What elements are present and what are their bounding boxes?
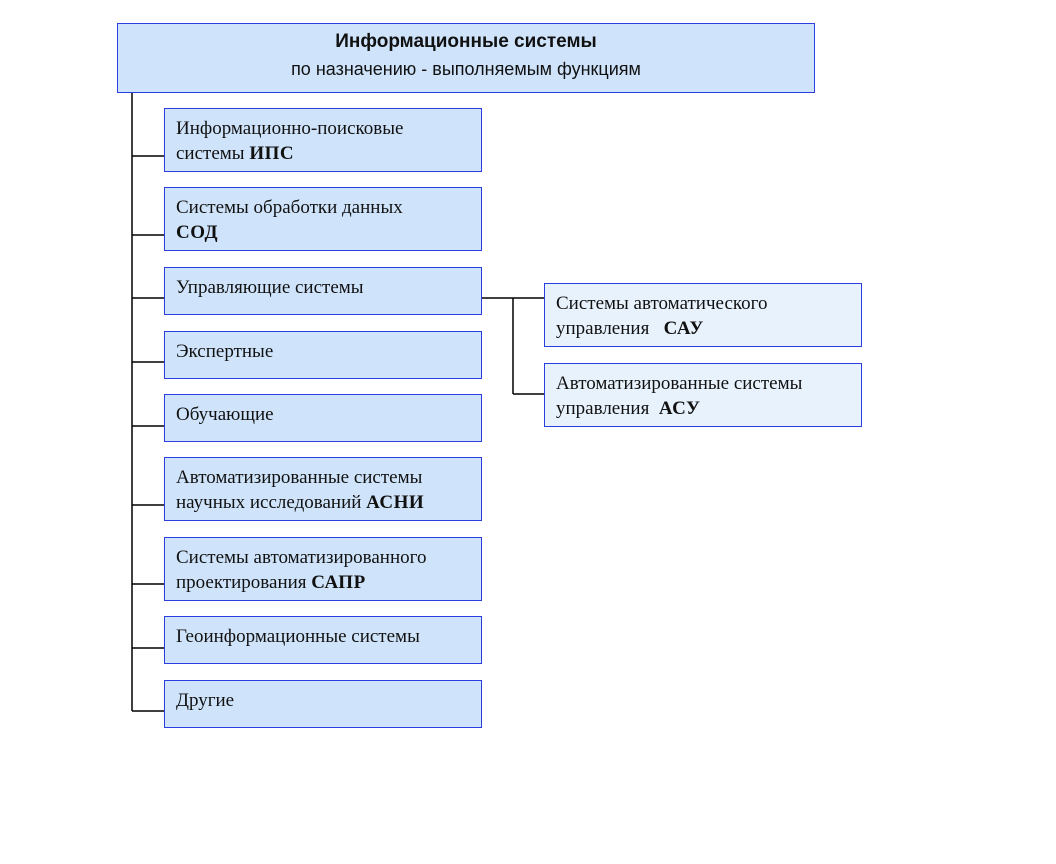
category-label: Системы обработки данных xyxy=(176,197,403,218)
diagram-title: Информационные системы xyxy=(335,31,597,52)
category-abbr: АСНИ xyxy=(366,492,425,513)
category-label: Другие xyxy=(176,690,235,711)
category-gis: Геоинформационные системы xyxy=(164,616,482,664)
category-control-systems: Управляющие системы xyxy=(164,267,482,315)
category-ips: Информационно-поисковые системы ИПС xyxy=(164,108,482,172)
category-label: Управляющие системы xyxy=(176,277,364,298)
diagram-title-box: Информационные системы по назначению - в… xyxy=(117,23,815,93)
subtype-abbr: АСУ xyxy=(658,398,701,419)
category-label: проектирования xyxy=(176,572,312,593)
category-abbr: СОД xyxy=(176,222,219,243)
category-label: Системы автоматизированного xyxy=(176,547,427,568)
subtype-sau: Системы автоматического управления САУ xyxy=(544,283,862,347)
subtype-label: управления xyxy=(556,398,659,419)
category-sapr: Системы автоматизированного проектирован… xyxy=(164,537,482,601)
category-other: Другие xyxy=(164,680,482,728)
subtype-label: управления xyxy=(556,318,664,339)
subtype-label: Системы автоматического xyxy=(556,293,768,314)
subtype-abbr: САУ xyxy=(663,318,704,339)
category-label: Информационно-поисковые xyxy=(176,118,404,139)
category-expert: Экспертные xyxy=(164,331,482,379)
diagram-subtitle: по назначению - выполняемым функциям xyxy=(291,59,641,79)
category-label: системы xyxy=(176,143,250,164)
category-abbr: САПР xyxy=(311,572,366,593)
category-sod: Системы обработки данных СОД xyxy=(164,187,482,251)
subtype-asu: Автоматизированные системы управления АС… xyxy=(544,363,862,427)
category-abbr: ИПС xyxy=(249,143,295,164)
category-label: Автоматизированные системы xyxy=(176,467,423,488)
category-label: Экспертные xyxy=(176,341,274,362)
category-learning: Обучающие xyxy=(164,394,482,442)
category-label: научных исследований xyxy=(176,492,367,513)
subtype-label: Автоматизированные системы xyxy=(556,373,803,394)
category-label: Обучающие xyxy=(176,404,274,425)
category-asni: Автоматизированные системы научных иссле… xyxy=(164,457,482,521)
category-label: Геоинформационные системы xyxy=(176,626,420,647)
